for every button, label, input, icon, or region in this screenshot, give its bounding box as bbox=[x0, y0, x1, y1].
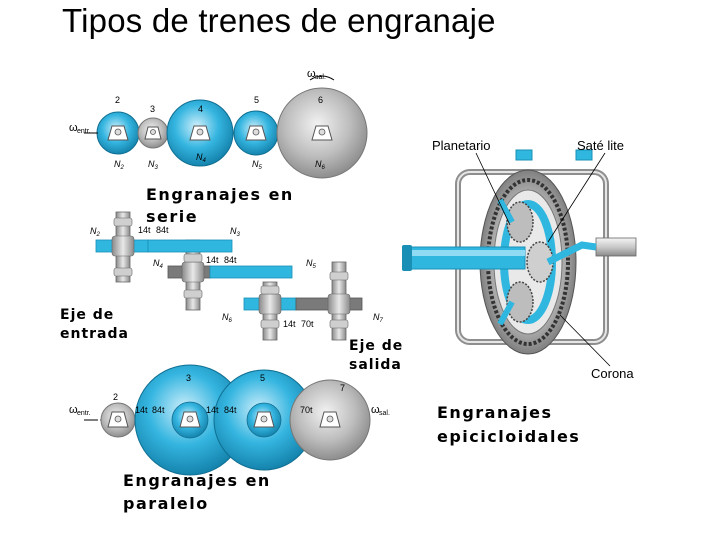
caption-eje-salida-line1: Eje de bbox=[349, 338, 404, 354]
parallel-teeth-label: 84t bbox=[152, 405, 165, 415]
compound-teeth-label: 14t bbox=[283, 319, 296, 329]
parallel-gear-train: ω entr. ω sal. 2 3 5 7 14t 84t 14t 84t 7… bbox=[69, 364, 390, 476]
caption-eje-salida-line2: salida bbox=[349, 357, 402, 373]
parallel-omega-in: ω bbox=[69, 404, 78, 416]
series-gear-train: ω entr. ω sal. 2 3 4 5 6 N2 N3 N4 N5 N6 bbox=[69, 68, 368, 179]
parallel-teeth-label: 14t bbox=[206, 405, 219, 415]
label-planetario: Planetario bbox=[432, 138, 491, 153]
compound-n-label: N4 bbox=[153, 258, 164, 270]
parallel-teeth-label: 70t bbox=[300, 405, 313, 415]
label-corona: Corona bbox=[591, 366, 634, 381]
parallel-teeth-label: 14t bbox=[135, 405, 148, 415]
series-gear-number: 4 bbox=[198, 104, 203, 114]
compound-teeth-label: 14t bbox=[138, 225, 151, 235]
compound-n-label: N6 bbox=[222, 312, 233, 324]
caption-epicyclic-line1: Engranajes bbox=[437, 403, 553, 422]
caption-parallel-line1: Engranajes en bbox=[123, 471, 271, 490]
parallel-gear-number: 3 bbox=[186, 373, 191, 383]
compound-gear-train: N2 N3 N4 N5 N6 N7 14t 84t 14t 84t 14t 70… bbox=[90, 211, 384, 341]
compound-n-label: N2 bbox=[90, 226, 101, 238]
series-n-label: N5 bbox=[252, 159, 263, 171]
caption-eje-entrada-line1: Eje de bbox=[60, 307, 115, 323]
series-omega-in: ω bbox=[69, 122, 78, 134]
parallel-gear-number: 5 bbox=[260, 373, 265, 383]
caption-series-line1: Engranajes en bbox=[146, 185, 294, 204]
series-n-label: N3 bbox=[148, 159, 159, 171]
page-title: Tipos de trenes de engranaje bbox=[62, 2, 496, 39]
compound-n-label: N3 bbox=[230, 226, 241, 238]
parallel-gear-number: 7 bbox=[340, 383, 345, 393]
series-gear-number: 3 bbox=[150, 104, 155, 114]
compound-teeth-label: 84t bbox=[224, 255, 237, 265]
series-gear-number: 5 bbox=[254, 95, 259, 105]
series-n-label: N6 bbox=[315, 159, 326, 171]
caption-epicyclic-line2: epicicloidales bbox=[437, 427, 581, 446]
label-satelite: Saté lite bbox=[577, 138, 624, 153]
series-omega-out-sub: sal. bbox=[315, 74, 326, 81]
caption-parallel-line2: paralelo bbox=[123, 494, 209, 513]
series-omega-in-sub: entr. bbox=[77, 128, 91, 135]
caption-eje-entrada-line2: entrada bbox=[60, 326, 129, 342]
parallel-omega-out-sub: sal. bbox=[379, 410, 390, 417]
series-gear-number: 2 bbox=[115, 95, 120, 105]
series-omega-out: ω bbox=[307, 68, 316, 80]
series-n-label: N4 bbox=[196, 152, 207, 164]
parallel-omega-out: ω bbox=[371, 404, 380, 416]
series-gear-number: 6 bbox=[318, 95, 323, 105]
compound-teeth-label: 84t bbox=[156, 225, 169, 235]
epicyclic-gear-illustration bbox=[402, 149, 637, 367]
compound-n-label: N5 bbox=[306, 258, 317, 270]
compound-teeth-label: 14t bbox=[206, 255, 219, 265]
series-n-label: N2 bbox=[114, 159, 125, 171]
parallel-omega-in-sub: entr. bbox=[77, 410, 91, 417]
parallel-teeth-label: 84t bbox=[224, 405, 237, 415]
parallel-gear-number: 2 bbox=[113, 392, 118, 402]
compound-teeth-label: 70t bbox=[301, 319, 314, 329]
compound-n-label: N7 bbox=[373, 312, 384, 324]
caption-series-line2: serie bbox=[146, 207, 199, 226]
